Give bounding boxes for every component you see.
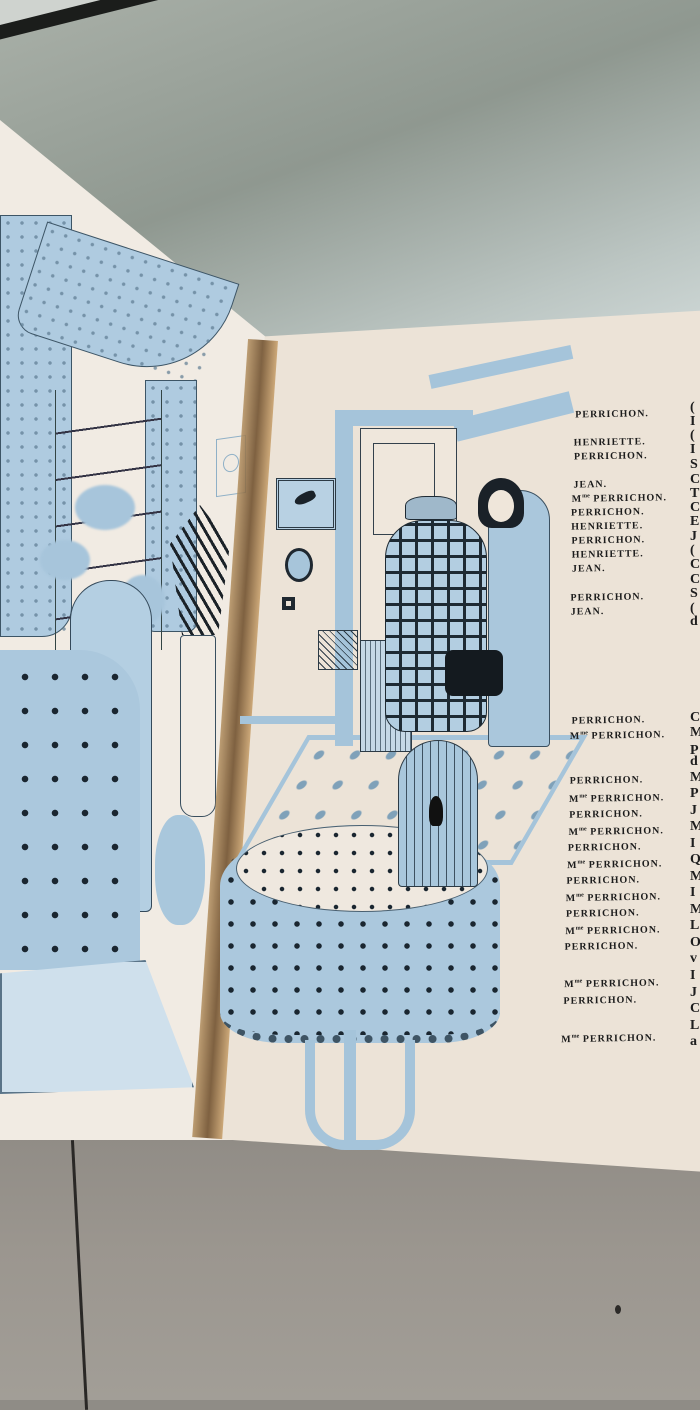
speaker-name: PERRICHON. [570,591,645,604]
dialogue-letter: a [690,1034,697,1049]
dialogue-letter: M [690,819,700,834]
dialogue-letter: ( [690,400,695,415]
speaker-name: PERRICHON. [569,774,644,787]
dialogue-letter: C [690,472,700,487]
lady-floral-dress [0,650,140,970]
dialogue-letter: O [690,935,700,950]
table-pedestal [305,1040,415,1150]
traveler-checked-coat [385,520,487,732]
bird-icon [292,488,318,508]
speaker-name: Mme PERRICHON. [569,729,666,742]
speaker-name: Mme PERRICHON. [567,858,663,872]
basket [318,630,358,670]
speaker-name: JEAN. [573,478,608,491]
dialogue-letter: I [690,885,696,900]
dialogue-letter: ( [690,428,695,443]
dialogue-letter: I [690,968,696,983]
caged-bird-icon [429,796,443,826]
table-spot [615,1305,621,1314]
dialogue-letter: C [690,710,700,725]
speaker-name: PERRICHON. [573,450,648,463]
floor-line [240,716,340,724]
dialogue-letter: v [690,951,697,966]
speaker-name: Mme PERRICHON. [568,825,664,839]
dialogue-letter: C [690,557,700,572]
speaker-name: HENRIETTE. [573,436,646,449]
dialogue-letter: M [690,725,700,740]
speaker-name: Mme PERRICHON. [564,977,660,991]
bonnet [478,478,524,528]
blue-wash-shape [155,815,205,925]
speaker-name: PERRICHON. [571,714,646,727]
wall-medallion [285,548,313,582]
dialogue-letter: ( [690,543,695,558]
dialogue-letter: S [690,457,698,472]
speaker-name: PERRICHON. [569,808,643,821]
speaker-name: PERRICHON. [566,874,641,887]
dialogue-letter: P [690,786,699,801]
dialogue-letter: d [690,614,698,629]
speaker-name: HENRIETTE. [571,548,644,561]
dialogue-letter: J [690,803,697,818]
framed-picture [276,478,336,530]
dialogue-letter: I [690,836,696,851]
speaker-name: PERRICHON. [567,841,642,854]
speaker-name: Mme PERRICHON. [565,924,661,938]
dialogue-letter: C [690,1001,700,1016]
birdcage [398,740,478,887]
dialogue-letter: ( [690,601,695,616]
dialogue-letter: Q [690,852,700,867]
dialogue-letter: T [690,486,700,501]
speaker-name: PERRICHON. [570,506,645,519]
dialogue-letter: S [690,586,698,601]
dialogue-letter: J [690,985,697,1000]
dialogue-letter: C [690,572,700,587]
dialogue-letter: J [690,529,697,544]
dialogue-letter: P [690,743,699,758]
speaker-name: Mme PERRICHON. [571,492,668,505]
dialogue-letter: E [690,514,700,529]
dialogue-letter: I [690,442,696,457]
travel-bag [445,650,503,696]
speaker-name: JEAN. [570,606,605,618]
plant-stand [180,635,216,817]
speaker-name: Mme PERRICHON. [561,1032,657,1046]
speaker-name: PERRICHON. [575,408,649,421]
traveler-hat [405,496,457,520]
cloud-shape [75,485,135,530]
dialogue-letter: M [690,869,700,884]
speaker-name: JEAN. [571,563,606,575]
speaker-name: PERRICHON. [565,907,640,920]
speaker-name: PERRICHON. [563,994,638,1007]
dialogue-letter: L [690,1018,700,1033]
dialogue-letter: d [690,754,698,769]
dialogue-letter: M [690,902,700,917]
dialogue-letter: C [690,500,700,515]
small-wall-box [282,597,295,610]
lady-in-bonnet [488,490,550,747]
dialogue-letter: L [690,918,700,933]
table-pedestal-stem [344,1030,356,1140]
dialogue-letter: M [690,770,700,785]
speaker-name: PERRICHON. [564,940,639,953]
speaker-name: Mme PERRICHON. [568,792,665,806]
cloud-shape [40,540,90,580]
speaker-name: HENRIETTE. [571,520,644,533]
speaker-name: PERRICHON. [571,534,646,547]
dialogue-letter: I [690,414,696,429]
speaker-name: Mme PERRICHON. [565,891,662,905]
